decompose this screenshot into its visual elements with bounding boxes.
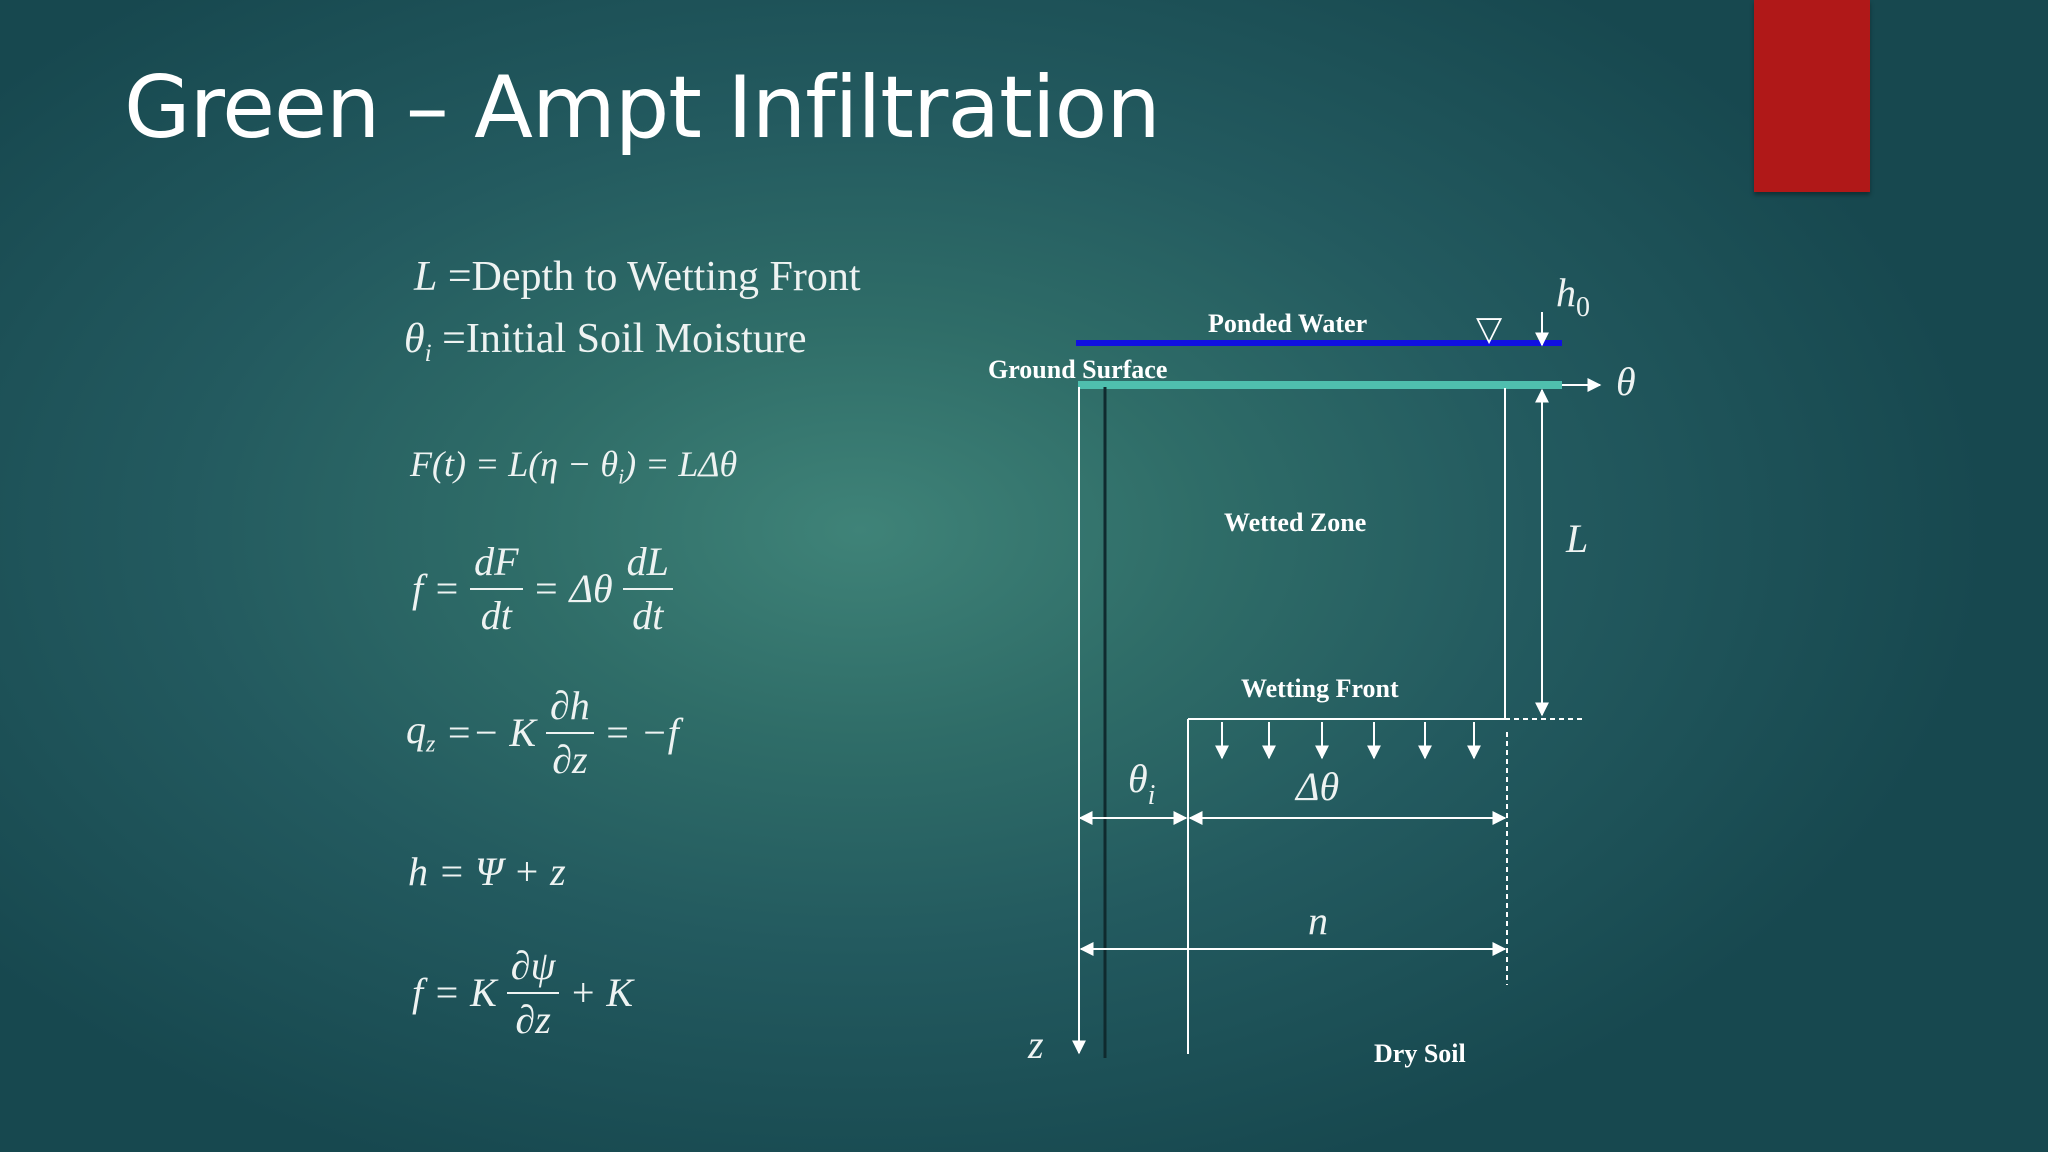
eq-f2-lhs: f = K (412, 970, 497, 1015)
theta-i-label: θi (1128, 756, 1155, 811)
fraction-dh-dz: ∂h ∂z (546, 686, 594, 780)
eq-h: h = Ψ + z (408, 849, 566, 894)
h0-sub: 0 (1576, 292, 1590, 323)
h0-symbol: h (1556, 270, 1576, 315)
frac-den: dt (480, 593, 512, 638)
frac-num: ∂h (546, 686, 594, 734)
equation-cumulative-infiltration: F(t) = L(η − θi) = LΔθ (410, 446, 737, 488)
wetting-front-advance-arrows (1215, 722, 1481, 760)
delta-theta-label: Δθ (1294, 764, 1339, 809)
def-L-symbol: L (414, 254, 438, 300)
definition-theta-i: θi =Initial Soil Moisture (404, 318, 806, 366)
def-theta-text: =Initial Soil Moisture (442, 316, 807, 362)
frac-num: dL (622, 542, 673, 590)
eq-q-sub: z (426, 731, 436, 758)
frac-den: dt (632, 593, 664, 638)
frac-den: ∂z (552, 737, 588, 782)
red-accent-block (1754, 0, 1870, 192)
equation-hydraulic-head: h = Ψ + z (408, 852, 566, 892)
equation-infiltration-darcy: f = K ∂ψ ∂z + K (412, 946, 633, 1040)
eq-F-sub: i (618, 464, 625, 489)
water-level-icon: ▽ (1476, 309, 1503, 349)
eq-F-main: F(t) = L(η − θ (410, 444, 619, 484)
eq-f-lhs: f = (412, 566, 461, 611)
frac-num: ∂ψ (506, 946, 560, 994)
def-theta-symbol: θ (404, 316, 425, 362)
ponded-water-label: Ponded Water (1208, 309, 1367, 338)
eq-f-mid: = Δθ (532, 566, 613, 611)
eq-q-tail: = −f (603, 710, 679, 755)
eq-f2-tail: + K (569, 970, 634, 1015)
eq-q-lhs-group: qz (406, 706, 435, 756)
depth-L-label: L (1565, 516, 1588, 561)
theta-i-sub: i (1148, 780, 1156, 811)
dry-soil-label: Dry Soil (1374, 1039, 1466, 1068)
def-theta-sub: i (424, 339, 432, 367)
frac-num: dF (470, 542, 523, 590)
delta-theta-text: Δθ (1294, 764, 1339, 809)
h0-label: h0 (1556, 270, 1590, 323)
theta-i-symbol: θ (1128, 756, 1148, 801)
eq-F-tail: ) = LΔθ (624, 444, 738, 484)
z-axis-label: z (1027, 1022, 1044, 1067)
fraction-dF-dt: dF dt (470, 542, 523, 638)
definition-L: L =Depth to Wetting Front (414, 256, 861, 298)
equation-darcy-flux: qz =− K ∂h ∂z = −f (406, 686, 679, 780)
wetting-front-label: Wetting Front (1241, 674, 1399, 703)
theta-axis-label: θ (1616, 359, 1636, 404)
fraction-dpsi-dz: ∂ψ ∂z (506, 946, 560, 1042)
eq-q-lhs: q (406, 706, 426, 752)
slide-title: Green – Ampt Infiltration (124, 58, 1161, 158)
porosity-n-label: n (1308, 898, 1328, 943)
eq-q-mid: =− K (445, 710, 537, 755)
frac-den: ∂z (515, 997, 551, 1042)
ground-surface-label: Ground Surface (988, 355, 1167, 384)
wetted-zone-label: Wetted Zone (1224, 508, 1366, 537)
equation-infiltration-rate: f = dF dt = Δθ dL dt (412, 542, 673, 636)
def-L-text: =Depth to Wetting Front (447, 254, 861, 300)
fraction-dL-dt: dL dt (622, 542, 673, 638)
